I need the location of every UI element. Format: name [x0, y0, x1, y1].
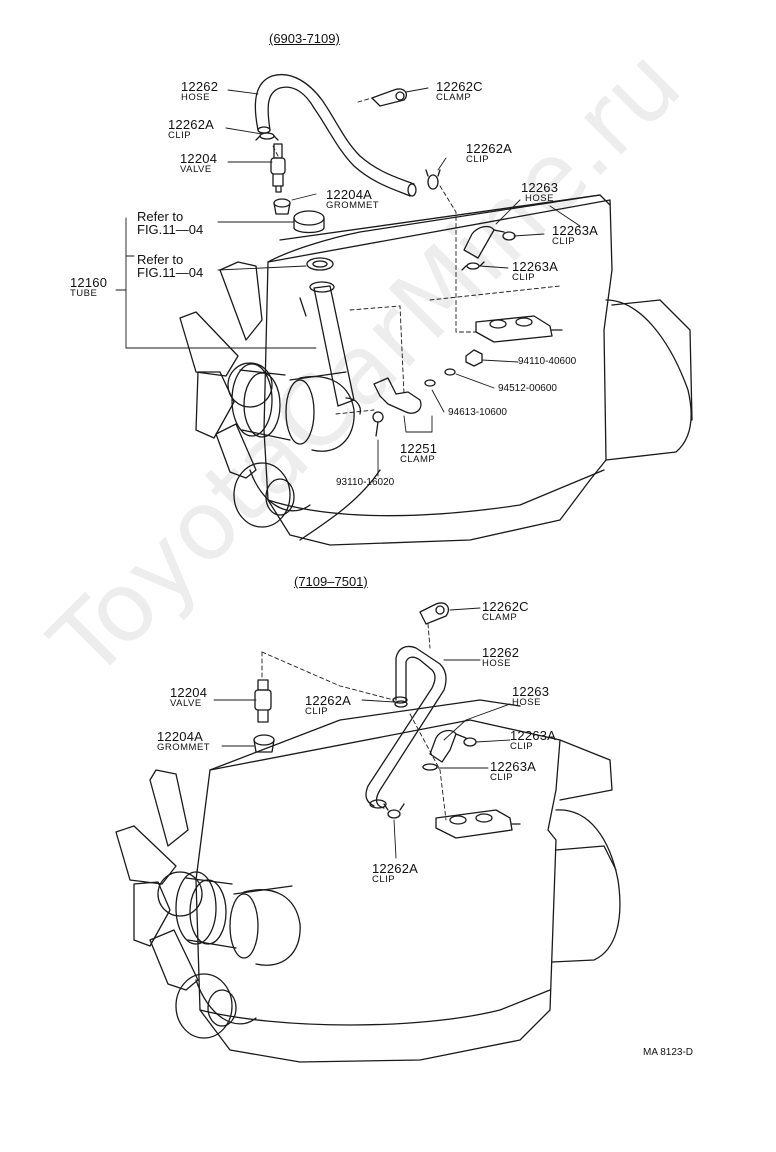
label-valve-12204-bottom: 12204 VALVE: [170, 686, 207, 709]
part-number: 12262A: [372, 861, 419, 876]
part-number: 12262C: [482, 599, 529, 614]
top-dashed-lines: [271, 97, 561, 415]
bottom-engine-block: [195, 699, 621, 1063]
bottom-dashed-lines: [261, 623, 447, 821]
label-clip-12263a-a: 12263A CLIP: [552, 224, 598, 247]
bottom-hose-12262: [365, 645, 447, 809]
part-desc: VALVE: [170, 698, 202, 709]
label-refer-fig-2: Refer to FIG.11—04: [137, 253, 203, 279]
part-number: 12262C: [436, 79, 483, 94]
part-number: 12263A: [490, 759, 537, 774]
top-small-clips: [255, 132, 441, 190]
part-desc: CLAMP: [482, 612, 518, 623]
label-clip-12263a-b: 12263A CLIP: [512, 260, 558, 283]
top-fasteners: [372, 349, 483, 437]
label-clip-12262a-lower-bottom: 12262A CLIP: [372, 862, 418, 885]
refer-text: Refer to: [137, 252, 184, 267]
label-clip-12262a-upper-bottom: 12262A CLIP: [305, 694, 351, 717]
part-number: 12262: [482, 645, 520, 660]
part-number: 12263A: [512, 259, 559, 274]
top-engine-block: [263, 194, 693, 546]
bottom-valve: [253, 679, 275, 753]
part-number: 12263: [512, 684, 550, 699]
part-number: 12204A: [157, 729, 204, 744]
part-desc: CLIP: [512, 272, 536, 283]
fig-reference: FIG.11—04: [137, 265, 204, 280]
label-clip-12262a-right: 12262A CLIP: [466, 142, 512, 165]
section-header-top: (6903-7109): [269, 31, 340, 46]
part-desc: HOSE: [181, 92, 210, 103]
label-nut-94110: 94110-40600: [518, 356, 577, 367]
part-desc: CLIP: [372, 874, 396, 885]
section-header-bottom: (7109–7501): [294, 574, 368, 589]
bottom-clamp-12262c: [419, 602, 450, 625]
fig-reference: FIG.11—04: [137, 222, 204, 237]
bottom-pulleys: [175, 871, 301, 1039]
top-hose-12263: [461, 225, 516, 271]
part-desc: CLIP: [490, 772, 514, 783]
part-number: 12251: [400, 441, 438, 456]
label-clamp-12262c-bottom: 12262C CLAMP: [482, 600, 529, 623]
part-number: 12204: [170, 685, 208, 700]
part-desc: HOSE: [482, 658, 511, 669]
part-desc: HOSE: [512, 697, 541, 708]
part-number: 12262A: [305, 693, 352, 708]
label-refer-fig-1: Refer to FIG.11—04: [137, 210, 203, 236]
part-number: 12263A: [552, 223, 599, 238]
top-pulleys: [231, 363, 355, 528]
label-washer-94512: 94512-00600: [498, 383, 557, 394]
refer-text: Refer to: [137, 209, 184, 224]
label-clamp-12251: 12251 CLAMP: [400, 442, 437, 465]
part-desc: HOSE: [525, 193, 554, 204]
part-desc: CLIP: [552, 236, 576, 247]
part-desc: VALVE: [180, 164, 212, 175]
part-desc: CLAMP: [400, 454, 436, 465]
part-number: 12262: [181, 79, 219, 94]
figure-code: MA 8123-D: [643, 1047, 694, 1058]
part-desc: GROMMET: [157, 742, 211, 753]
top-clamp-12262c: [371, 88, 408, 107]
label-tube-12160: 12160 TUBE: [70, 276, 107, 299]
label-clip-12263a-b-bottom: 12263A CLIP: [490, 760, 536, 783]
part-desc: CLIP: [305, 706, 329, 717]
label-grommet-12204a: 12204A GROMMET: [326, 188, 379, 211]
part-number: 12263: [521, 180, 559, 195]
part-number: 12204A: [326, 187, 373, 202]
part-desc: CLIP: [510, 741, 534, 752]
label-hose-12263-bottom: 12263 HOSE: [512, 685, 549, 708]
part-number: 12262A: [168, 117, 215, 132]
part-number: 12160: [70, 275, 108, 290]
bottom-fan: [115, 769, 203, 991]
top-hose-12262: [254, 74, 417, 197]
label-hose-12262: 12262 HOSE: [181, 80, 218, 103]
label-hose-12262-bottom: 12262 HOSE: [482, 646, 519, 669]
top-valve: [270, 143, 286, 193]
label-hose-12263: 12263 HOSE: [521, 181, 558, 204]
bottom-small-clips: [383, 696, 408, 819]
part-number: 12262A: [466, 141, 513, 156]
label-clip-12263a-a-bottom: 12263A CLIP: [510, 729, 556, 752]
label-valve-12204: 12204 VALVE: [180, 152, 217, 175]
label-bolt-93110: 93110-16020: [336, 477, 395, 488]
bottom-intake-plate: [435, 809, 521, 839]
label-grommet-12204a-bottom: 12204A GROMMET: [157, 730, 210, 753]
part-desc: CLIP: [466, 154, 490, 165]
part-desc: TUBE: [70, 288, 98, 299]
top-intake-plate: [475, 315, 563, 343]
top-grommet-cap: [273, 198, 325, 234]
bottom-leader-lines: [213, 607, 511, 859]
top-leader-lines: [115, 87, 581, 477]
bottom-hose-12263: [422, 729, 477, 771]
part-desc: CLAMP: [436, 92, 472, 103]
top-fill-tube: [299, 257, 362, 415]
label-washer-94613: 94613-10600: [448, 407, 507, 418]
top-fan: [179, 261, 273, 479]
label-clip-12262a-left: 12262A CLIP: [168, 118, 214, 141]
part-number: 12263A: [510, 728, 557, 743]
part-desc: GROMMET: [326, 200, 380, 211]
part-number: 12204: [180, 151, 218, 166]
part-desc: CLIP: [168, 130, 192, 141]
label-clamp-12262c: 12262C CLAMP: [436, 80, 483, 103]
